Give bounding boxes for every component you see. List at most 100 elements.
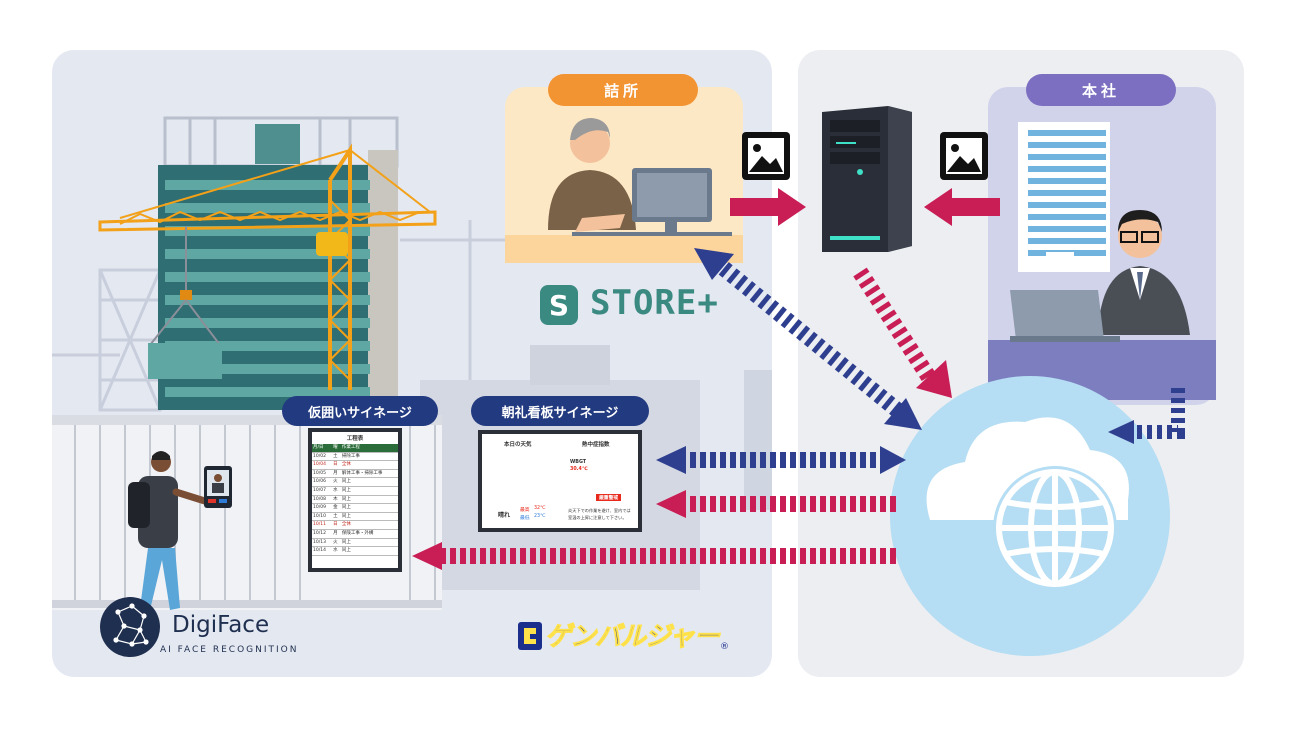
- advice-line-1: 炎天下での作業を避け、室内では: [568, 508, 631, 513]
- genba-logo-text: ゲンバルジャー: [545, 622, 721, 653]
- high-temp-label: 最高: [520, 508, 530, 513]
- advice-line-2: 室温の上昇に注意して下さい。: [568, 515, 627, 520]
- background-block-top: [530, 345, 610, 385]
- schedule-title: 工程表: [346, 436, 364, 442]
- upload-arrow: [924, 188, 1000, 226]
- background-scaffold: [52, 220, 520, 412]
- digiface-logo-mark: [100, 597, 160, 657]
- schedule-cell-task: 同上: [340, 538, 398, 548]
- schedule-cell-date: 10/09: [312, 503, 333, 513]
- schedule-cell-date: 10/14: [312, 546, 333, 556]
- crane-hook: [180, 290, 192, 300]
- low-temp-label: 最低: [520, 516, 530, 521]
- schedule-cell-task: 同上: [340, 503, 398, 513]
- schedule-cell-day: 火: [332, 538, 341, 548]
- schedule-cell-day: 土: [332, 512, 341, 522]
- schedule-header-task: 作業工程: [340, 444, 398, 453]
- schedule-cell-date: 10/07: [312, 486, 333, 496]
- heat-index-title: 熱中症指数: [582, 442, 610, 448]
- alert-badge: 厳重警戒: [596, 494, 622, 501]
- schedule-cell-day: 月: [332, 469, 341, 479]
- schedule-cell-day: 水: [332, 546, 341, 556]
- schedule-cell-task: 同上: [340, 486, 398, 496]
- weather-title: 本日の天気: [504, 442, 532, 448]
- schedule-cell-day: 土: [332, 452, 341, 462]
- schedule-cell-date: 10/02: [312, 452, 333, 462]
- genba-registered-mark: ®: [720, 642, 729, 652]
- schedule-cell-task: 同上: [340, 546, 398, 556]
- signage-sync-arrow: [656, 446, 906, 474]
- store-logo-icon: S: [540, 285, 578, 325]
- hq-to-cloud-arrow: [1108, 388, 1185, 444]
- schedule-cell-date: 10/10: [312, 512, 333, 522]
- upload-arrow: [730, 188, 806, 226]
- tower-crane: [98, 143, 437, 390]
- schedule-cell-date: 10/08: [312, 495, 333, 505]
- schedule-cell-date: 10/04: [312, 460, 333, 470]
- office-cloud-sync-arrow: [694, 248, 922, 430]
- crane-sling: [149, 299, 221, 346]
- low-temp-value: 23℃: [534, 514, 546, 519]
- schedule-cell-task: 同上: [340, 495, 398, 505]
- schedule-cell-date: 10/05: [312, 469, 333, 479]
- schedule-cell-task: 同上: [340, 477, 398, 487]
- schedule-cell-task: 掃除工事: [340, 452, 398, 462]
- schedule-cell-day: 火: [332, 477, 341, 487]
- schedule-cell-task: 全休: [340, 520, 398, 530]
- image-file-icon: [940, 132, 988, 180]
- schedule-cell-date: 10/11: [312, 520, 333, 530]
- face-terminal: [204, 466, 232, 508]
- crane-cab: [316, 232, 348, 256]
- wbgt-label: WBGT: [570, 460, 587, 465]
- hq-card: [988, 87, 1216, 405]
- site-office-label: 詰所: [548, 74, 698, 106]
- schedule-cell-task: 保険工事・外構: [340, 529, 398, 539]
- schedule-header-date: 月/日: [312, 444, 333, 453]
- schedule-cell-day: 金: [332, 503, 341, 513]
- cloud-to-hoarding-sign-arrow: [412, 542, 900, 570]
- schedule-cell-task: 解体工事・掃除工事: [340, 469, 398, 479]
- genba-logo-mark: [518, 622, 542, 650]
- schedule-cell-day: 日: [332, 460, 341, 470]
- schedule-header-row: 月/日 曜 作業工程: [312, 444, 398, 453]
- cloud-internet-node: [890, 376, 1170, 656]
- cloud-to-morning-sign-arrow: [656, 490, 900, 518]
- worker-figure: [128, 451, 212, 616]
- morning-sign-screen: 本日の天気 熱中症指数 晴れ 最高 32℃ 最低 23℃ WBGT 30.4℃ …: [482, 434, 638, 528]
- digiface-logo-text: DigiFace: [172, 612, 270, 638]
- crane-load: [148, 343, 222, 379]
- server-to-cloud-arrow: [853, 267, 952, 398]
- background-tower: [744, 370, 772, 510]
- schedule-cell-day: 日: [332, 520, 341, 530]
- store-logo-text: STORE+: [590, 283, 719, 323]
- schedule-cell-date: 10/13: [312, 538, 333, 548]
- hoarding-signage-label: 仮囲いサイネージ: [282, 396, 438, 426]
- headquarters-label: 本社: [1026, 74, 1176, 106]
- schedule-cell-day: 水: [332, 486, 341, 496]
- server-tower: [822, 106, 912, 252]
- high-temp-value: 32℃: [534, 506, 546, 511]
- morning-board-signage-label: 朝礼看板サイネージ: [471, 396, 649, 426]
- schedule-cell-day: 月: [332, 529, 341, 539]
- image-file-icon: [742, 132, 790, 180]
- weather-condition: 晴れ: [498, 512, 511, 519]
- schedule-cell-task: 同上: [340, 512, 398, 522]
- schedule-cell-date: 10/12: [312, 529, 333, 539]
- schedule-cell-task: 全休: [340, 460, 398, 470]
- wbgt-value: 30.4℃: [570, 467, 588, 472]
